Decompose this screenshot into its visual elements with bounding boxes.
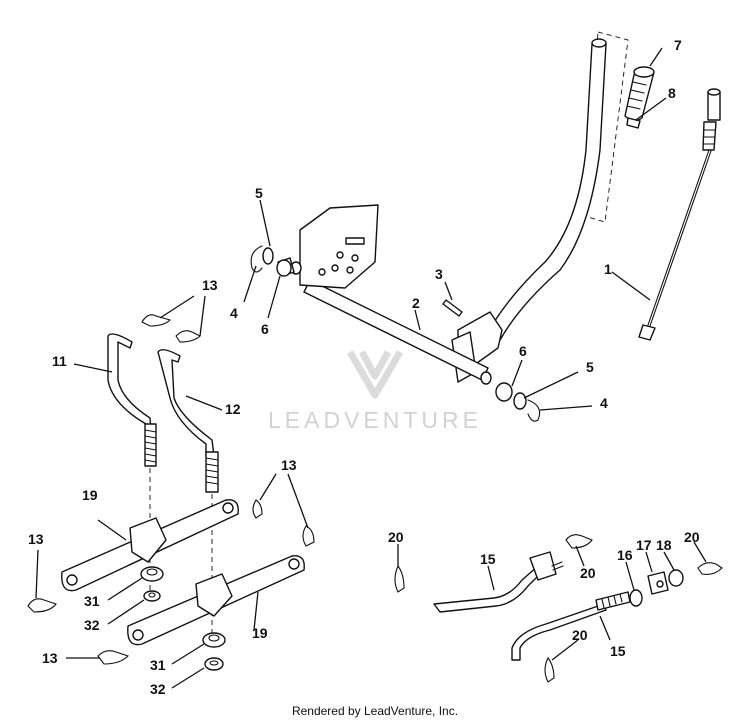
callout-18: 18 (656, 537, 672, 553)
bushing-lower (495, 382, 513, 402)
lift-link-11 (107, 333, 157, 467)
callout-5-upper: 5 (255, 185, 263, 201)
callout-labels: 1 2 3 4 4 5 5 6 6 7 8 11 12 13 13 13 13 … (28, 37, 700, 697)
hair-clip-lower (527, 399, 541, 422)
pivot-shaft (290, 204, 492, 385)
bushing-18 (668, 569, 684, 587)
lift-arm-lower (127, 555, 305, 646)
callout-4-right: 4 (600, 395, 608, 411)
callout-7: 7 (674, 37, 682, 53)
callout-32-lower: 32 (150, 681, 166, 697)
leader-lines (35, 47, 707, 689)
callout-20-b: 20 (580, 565, 596, 581)
watermark-text: LEADVENTURE (268, 407, 482, 433)
lift-lever (451, 38, 607, 383)
callout-20-d: 20 (572, 627, 588, 643)
callout-5-right: 5 (586, 359, 594, 375)
hair-clip-20-a (394, 564, 405, 593)
callout-12: 12 (225, 401, 241, 417)
hair-clip-13-left (27, 598, 57, 613)
callout-2: 2 (412, 295, 420, 311)
callout-15-lower: 15 (610, 643, 626, 659)
handle-grip (624, 66, 655, 122)
callout-31-lower: 31 (150, 657, 166, 673)
cotter-pin (442, 299, 463, 317)
callout-13-bottom: 13 (42, 650, 58, 666)
callout-15-upper: 15 (480, 551, 496, 567)
callout-19-upper: 19 (82, 487, 98, 503)
trunnion-17 (647, 571, 669, 595)
hair-clip-13-mid-b (302, 525, 315, 547)
hair-clip-upper (250, 245, 263, 273)
callout-19-lower: 19 (252, 625, 268, 641)
hair-clip-13-top-a (141, 314, 172, 327)
callout-13-mid: 13 (281, 457, 297, 473)
adjustment-rod-lower (511, 591, 631, 661)
callout-20-c: 20 (684, 529, 700, 545)
callout-13-left: 13 (28, 531, 44, 547)
nut-31-lower (202, 632, 226, 648)
callout-3: 3 (435, 266, 443, 282)
washer-16 (629, 589, 643, 607)
hair-clip-13-mid-a (252, 499, 263, 519)
lift-arm-upper (61, 499, 239, 592)
callout-1: 1 (604, 261, 612, 277)
callout-8: 8 (668, 85, 676, 101)
hair-clip-13-bottom (97, 650, 130, 665)
callout-17: 17 (636, 537, 652, 553)
hair-clip-13-top-b (175, 330, 201, 343)
washer-32-lower (204, 657, 224, 671)
callout-16: 16 (617, 547, 633, 563)
leadventure-logo-icon (346, 350, 404, 399)
callout-4-upper: 4 (230, 305, 238, 321)
washer-upper (262, 247, 274, 265)
lift-link-12 (157, 349, 219, 493)
nut-31-upper (140, 566, 164, 582)
hair-clip-20-c (697, 562, 723, 575)
callout-31-upper: 31 (84, 593, 100, 609)
callout-6-right: 6 (519, 343, 527, 359)
hair-clip-20-d (544, 656, 555, 683)
callout-32-upper: 32 (84, 617, 100, 633)
bushing-upper (276, 257, 295, 277)
leadventure-watermark: LEADVENTURE (268, 350, 482, 433)
washer-lower (513, 392, 527, 410)
control-cable (638, 88, 721, 341)
callout-11: 11 (52, 353, 67, 369)
callout-13-top: 13 (202, 277, 218, 293)
hair-clip-20-b (565, 534, 593, 549)
adjustment-rod-upper (433, 551, 564, 613)
callout-20-a: 20 (388, 529, 404, 545)
footer-credit: Rendered by LeadVenture, Inc. (292, 704, 458, 718)
callout-6-upper: 6 (261, 321, 269, 337)
washer-32-upper (143, 590, 161, 602)
